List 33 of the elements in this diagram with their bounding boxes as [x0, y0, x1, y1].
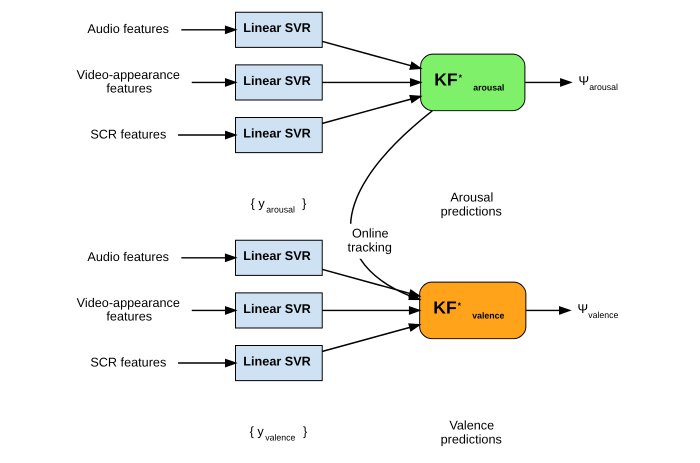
node-text: SCR features	[90, 355, 166, 370]
node-text: Video-appearance features	[76, 68, 180, 96]
node-box: Linear SVR	[235, 12, 323, 48]
node-box: Linear SVR	[235, 117, 323, 154]
label: { y$_{arousal}$ }	[250, 196, 306, 215]
arrow	[322, 306, 422, 315]
arrow	[181, 253, 238, 262]
arrow	[526, 306, 572, 315]
arrow	[178, 130, 238, 140]
arrow	[322, 40, 423, 70]
node-text: Audio features	[87, 22, 170, 36]
arrow	[322, 323, 422, 352]
node-text: Audio features	[87, 250, 170, 264]
arrow	[322, 78, 423, 87]
label: Arousal predictions	[440, 190, 502, 218]
arrow	[192, 306, 238, 315]
node-text: Ψ$_{arousal}$	[578, 74, 618, 92]
arrow	[181, 25, 238, 34]
edge-label: Online tracking	[348, 226, 392, 254]
arrow	[322, 268, 422, 298]
node-box: Linear SVR	[235, 292, 323, 328]
node-text: Video-appearance features	[76, 296, 180, 324]
arrow	[192, 78, 238, 87]
label: Valence predictions	[440, 418, 502, 446]
node-box: Linear SVR	[235, 240, 323, 276]
node-box: Linear SVR	[235, 64, 323, 100]
node-text: SCR features	[90, 127, 166, 142]
label: { y$_{valence}$ }	[250, 424, 308, 443]
arrow	[178, 358, 238, 368]
arrow	[322, 94, 423, 124]
node-text: Ψ$_{valence}$	[578, 302, 618, 320]
node-box: Linear SVR	[235, 345, 323, 382]
arrow	[525, 78, 573, 87]
